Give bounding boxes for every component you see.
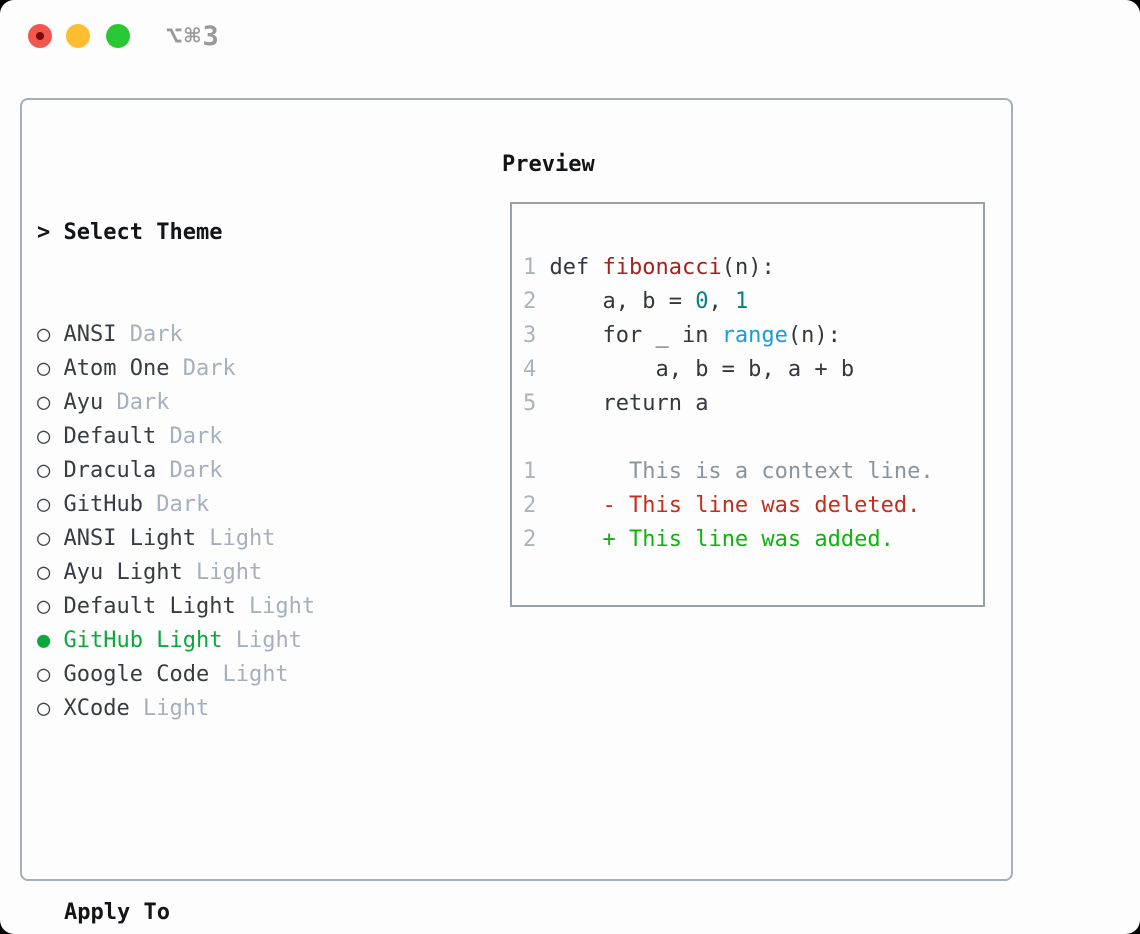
theme-list-title: Select Theme [63,220,223,245]
theme-option-default-light[interactable]: ○ Default Light Light [37,594,316,619]
close-button[interactable] [28,24,52,48]
spacer [37,794,408,828]
focus-marker: > [37,220,51,245]
theme-option-ansi-light[interactable]: ○ ANSI Light Light [37,526,276,551]
theme-option-ansi[interactable]: ○ ANSI Dark [37,322,183,347]
preview-line-8: 2 - This line was deleted. [523,493,921,518]
theme-option-dracula[interactable]: ○ Dracula Dark [37,458,223,483]
apply-to-header: Apply To [64,900,170,925]
theme-list-header: > Select Theme [37,216,408,250]
close-indicator-dot [36,32,44,40]
theme-option-atom-one[interactable]: ○ Atom One Dark [37,356,236,381]
preview-title: Preview [502,152,595,177]
theme-option-ayu-light[interactable]: ○ Ayu Light Light [37,560,263,585]
theme-option-github-light[interactable]: ● GitHub Light Light [37,628,302,653]
preview-line-6 [523,421,934,455]
theme-selector-panel [20,98,1013,881]
left-column: > Select Theme ○ ANSI Dark ○ Atom One Dar… [37,148,408,934]
theme-option-google-code[interactable]: ○ Google Code Light [37,662,289,687]
theme-option-ayu[interactable]: ○ Ayu Dark [37,390,170,415]
preview-code: 1 def fibonacci(n): 2 a, b = 0, 1 3 for _ … [523,251,934,557]
theme-option-github[interactable]: ○ GitHub Dark [37,492,210,517]
preview-line-3: 3 for _ in range(n): [523,323,841,348]
theme-option-default[interactable]: ○ Default Dark [37,424,223,449]
zoom-button[interactable] [106,24,130,48]
preview-line-7: 1 This is a context line. [523,459,934,484]
preview-line-2: 2 a, b = 0, 1 [523,289,749,314]
minimize-button[interactable] [66,24,90,48]
theme-list: ○ ANSI Dark ○ Atom One Dark ○ Ayu Dark ○ De… [37,318,408,726]
preview-box: 1 def fibonacci(n): 2 a, b = 0, 1 3 for _ … [510,202,985,607]
preview-line-1: 1 def fibonacci(n): [523,255,775,280]
window-title: ⌥⌘3 [166,21,221,52]
preview-line-5: 5 return a [523,391,709,416]
preview-line-4: 4 a, b = b, a + b [523,357,855,382]
preview-line-9: 2 + This line was added. [523,527,894,552]
theme-option-xcode[interactable]: ○ XCode Light [37,696,210,721]
